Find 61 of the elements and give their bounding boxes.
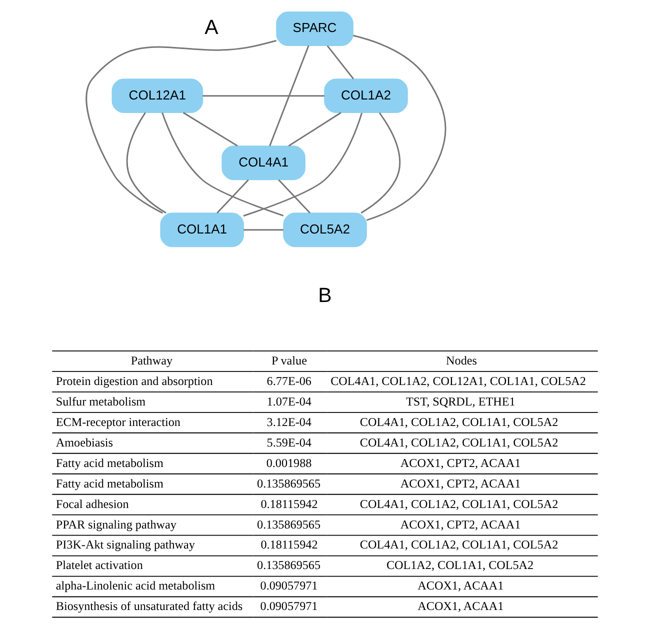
connector [202, 95, 324, 97]
label: Amoebiasis [56, 435, 114, 450]
connector [243, 112, 362, 217]
label: Platelet activation [56, 558, 143, 572]
label: 0.001988 [266, 456, 312, 470]
connector [126, 112, 166, 214]
label: 5.59E-04 [266, 435, 312, 450]
label: 0.09057971 [260, 599, 318, 614]
label: Protein digestion and absorption [56, 374, 213, 388]
label: ACOX1, CPT2, ACAA1 [400, 517, 521, 532]
label: Sulfur metabolism [56, 394, 146, 408]
label: COL4A1, COL1A2, COL1A1, COL5A2 [360, 414, 558, 429]
connector [244, 229, 284, 231]
label: COL4A1, COL1A2, COL1A1, COL5A2 [360, 538, 558, 552]
connector [269, 45, 310, 146]
label: TST, SQRDL, ETHE1 [406, 394, 516, 408]
label: Biosynthesis of unsaturated fatty acids [56, 599, 243, 614]
label: Nodes [446, 353, 477, 368]
label: B [318, 284, 332, 308]
label: alpha-Linolenic acid metabolism [56, 578, 216, 593]
node-box: SPARC [276, 12, 354, 46]
connector [86, 40, 277, 214]
connector [162, 112, 284, 216]
label: A [204, 16, 218, 39]
label: ACOX1, ACAA1 [418, 578, 504, 593]
label: COL4A1, COL1A2, COL1A1, COL5A2 [360, 435, 558, 450]
label: 3.12E-04 [266, 414, 312, 429]
connector [216, 179, 249, 214]
label: COL4A1, COL1A2, COL1A1, COL5A2 [360, 496, 558, 511]
label: PI3K-Akt signaling pathway [56, 538, 195, 552]
connector [278, 179, 311, 214]
label: 0.135869565 [257, 558, 321, 572]
label: 0.18115942 [260, 496, 318, 511]
label: Fatty acid metabolism [56, 476, 164, 490]
node-box: COL4A1 [222, 146, 306, 180]
node-box: COL5A2 [283, 212, 367, 248]
label: ACOX1, ACAA1 [418, 599, 504, 614]
label: PPAR signaling pathway [56, 517, 176, 532]
node-box: COL1A2 [324, 78, 408, 114]
connector [326, 45, 354, 80]
label: ACOX1, CPT2, ACAA1 [400, 476, 521, 490]
connector [352, 34, 446, 221]
label: Fatty acid metabolism [56, 456, 164, 470]
label: ECM-receptor interaction [56, 414, 180, 429]
label: 6.77E-06 [266, 374, 312, 388]
label: 0.09057971 [260, 578, 318, 593]
label: 0.18115942 [260, 538, 318, 552]
label: Focal adhesion [56, 496, 129, 511]
connector [360, 112, 401, 214]
label: P value [271, 353, 307, 368]
label: 0.135869565 [257, 476, 321, 490]
label: 1.07E-04 [266, 394, 312, 408]
label: COL4A1, COL1A2, COL12A1, COL1A1, COL5A2 [330, 374, 586, 388]
node-box: COL12A1 [112, 78, 204, 114]
connector [182, 112, 238, 147]
label: 0.135869565 [257, 517, 321, 532]
node-box: COL1A1 [160, 212, 244, 248]
label: Pathway [130, 353, 173, 368]
connector [288, 112, 342, 147]
label: ACOX1, CPT2, ACAA1 [400, 456, 521, 470]
label: COL1A2, COL1A1, COL5A2 [386, 558, 534, 572]
